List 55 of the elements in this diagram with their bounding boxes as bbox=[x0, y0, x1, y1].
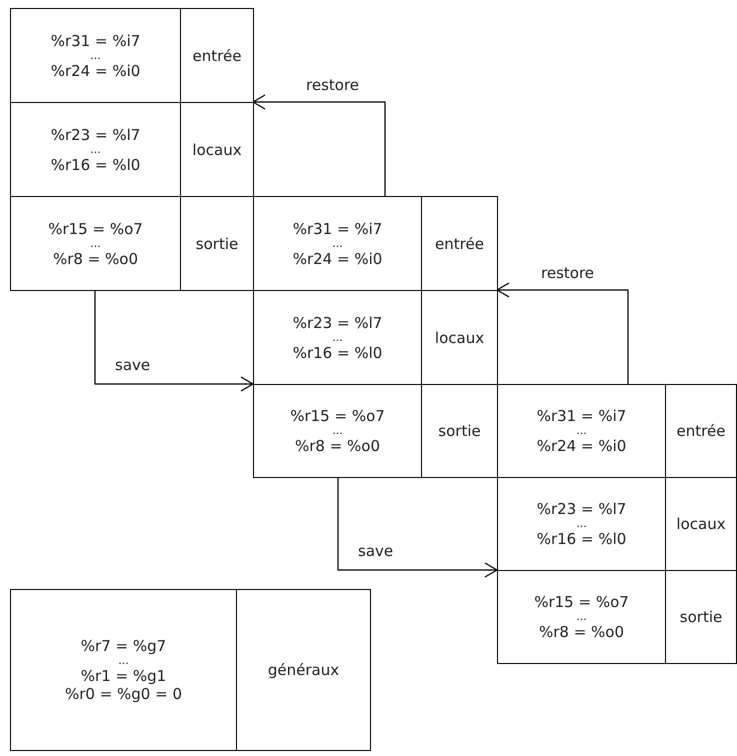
register-text: %r15 = %o7 bbox=[534, 593, 629, 611]
register-text: %r0 = %g0 = 0 bbox=[64, 685, 182, 703]
register-text: %r31 = %i7 bbox=[50, 32, 140, 50]
arrow bbox=[252, 94, 386, 196]
register-text: ... bbox=[332, 238, 343, 250]
register-text: ... bbox=[90, 144, 101, 156]
register-text: %r15 = %o7 bbox=[48, 220, 143, 238]
register-text: %r8 = %o0 bbox=[52, 250, 138, 268]
register-text: %r7 = %g7 bbox=[80, 637, 166, 655]
cell-label: locaux bbox=[192, 140, 242, 158]
cell-label: entrée bbox=[192, 46, 242, 64]
label-cell bbox=[236, 589, 371, 751]
register-text: %r16 = %l0 bbox=[50, 156, 140, 174]
arrow bbox=[496, 282, 629, 384]
label-cell bbox=[180, 8, 254, 103]
register-text: %r1 = %g1 bbox=[80, 667, 166, 685]
register-cell bbox=[10, 8, 181, 103]
register-text: %r8 = %o0 bbox=[294, 437, 380, 455]
register-text: %r31 = %i7 bbox=[292, 220, 382, 238]
register-text: %r24 = %i0 bbox=[536, 437, 626, 455]
register-text: %r24 = %i0 bbox=[292, 250, 382, 268]
label-cell bbox=[665, 384, 737, 478]
cell-label: généraux bbox=[268, 661, 340, 679]
register-text: ... bbox=[576, 518, 587, 530]
register-text: ... bbox=[90, 50, 101, 62]
register-text: ... bbox=[576, 425, 587, 437]
register-text: %r24 = %i0 bbox=[50, 62, 140, 80]
register-cell bbox=[10, 589, 237, 751]
cell-label: locaux bbox=[434, 328, 484, 346]
register-text: ... bbox=[332, 332, 343, 344]
arrow bbox=[337, 477, 498, 578]
cell-label: locaux bbox=[676, 515, 726, 533]
cell-label: entrée bbox=[435, 234, 484, 252]
register-text: ... bbox=[332, 425, 343, 437]
register-text: %r23 = %l7 bbox=[50, 126, 140, 144]
register-text: ... bbox=[576, 611, 587, 623]
cell-label: sortie bbox=[196, 234, 238, 252]
register-text: %r16 = %l0 bbox=[536, 530, 626, 548]
register-cell bbox=[10, 196, 181, 291]
cell-label: entrée bbox=[676, 422, 726, 440]
register-text: %r23 = %l7 bbox=[292, 314, 382, 332]
register-text: ... bbox=[90, 238, 101, 250]
label-cell bbox=[421, 196, 498, 291]
register-text: %r23 = %l7 bbox=[536, 500, 626, 518]
register-text: ... bbox=[118, 655, 129, 667]
register-text: %r31 = %i7 bbox=[536, 407, 626, 425]
register-cell bbox=[253, 384, 422, 478]
arrow bbox=[94, 290, 254, 392]
label-cell bbox=[665, 570, 737, 664]
register-cell bbox=[497, 570, 666, 664]
cell-label: sortie bbox=[680, 608, 722, 626]
register-text: %r15 = %o7 bbox=[290, 407, 385, 425]
cell-label: sortie bbox=[438, 422, 481, 440]
register-text: %r8 = %o0 bbox=[538, 623, 624, 641]
register-text: %r16 = %l0 bbox=[292, 344, 382, 362]
